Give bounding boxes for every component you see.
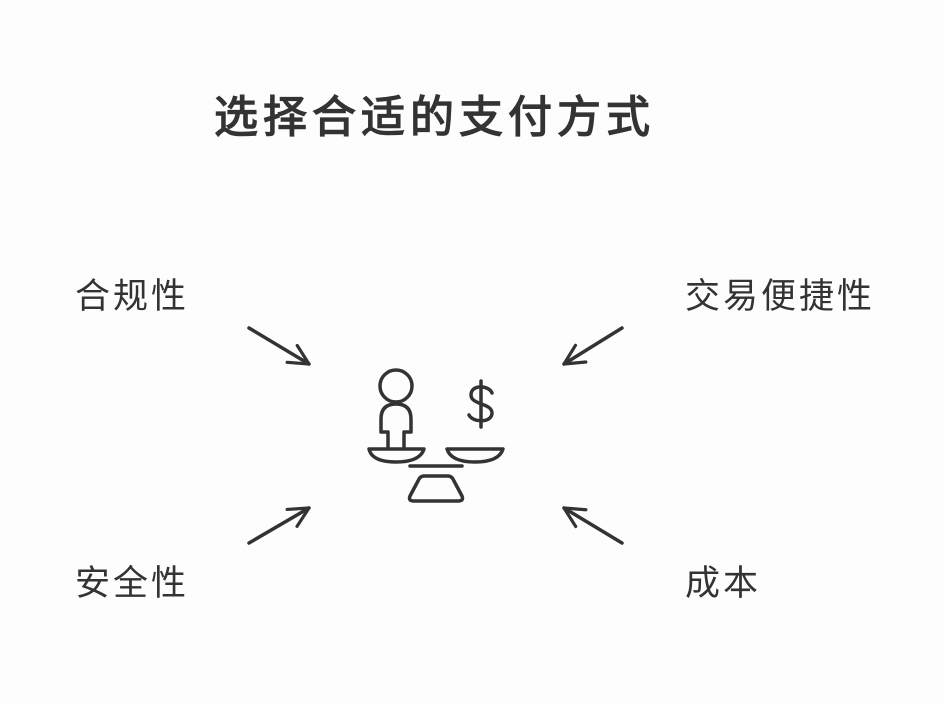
- factor-compliance: 合规性: [75, 277, 190, 317]
- balance-scale-icon: [367, 368, 505, 503]
- diagram-title: 选择合适的支付方式: [214, 92, 655, 143]
- factor-cost: 成本: [685, 564, 762, 604]
- person-icon: [378, 368, 414, 450]
- factor-security: 安全性: [75, 564, 190, 604]
- arrow-icon-bottom-right: [562, 506, 624, 545]
- scale-base: [407, 474, 465, 503]
- scale-left-pan: [367, 447, 426, 464]
- scale-right-pan: [445, 447, 505, 464]
- person-head: [378, 368, 414, 404]
- arrow-icon-top-right: [562, 326, 624, 366]
- arrow-icon-bottom-left: [247, 506, 311, 545]
- factor-convenience: 交易便捷性: [685, 277, 876, 317]
- person-body: [379, 402, 413, 450]
- arrow-icon-top-left: [247, 326, 311, 366]
- dollar-sign-icon: [467, 379, 494, 429]
